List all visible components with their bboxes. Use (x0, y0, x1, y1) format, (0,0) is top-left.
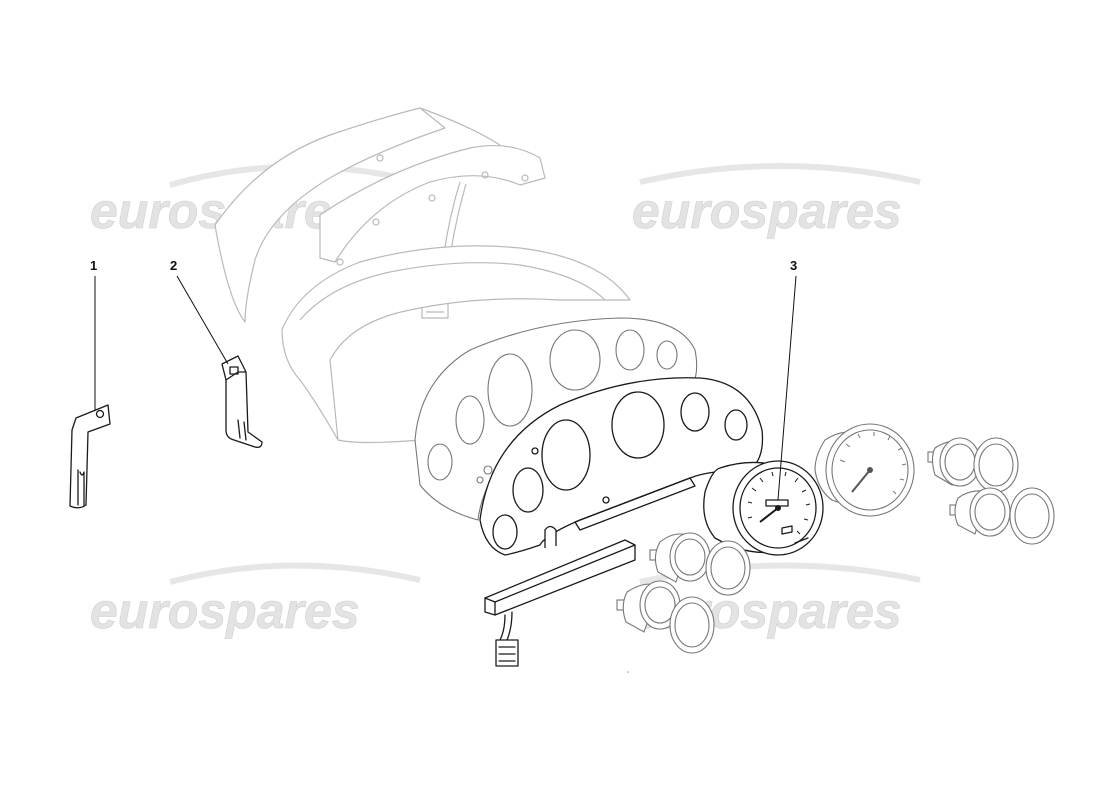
part-1-bracket (69, 404, 111, 509)
watermark-logo: eurospares (632, 163, 921, 239)
warning-light-strip (484, 525, 636, 667)
callout-number: 1 (90, 258, 97, 273)
callout-1: 1 (90, 258, 97, 410)
instrument-housing (281, 245, 631, 444)
leader-line (777, 275, 797, 501)
callout-2: 2 (170, 258, 229, 365)
small-gauge-right (949, 487, 1055, 545)
leader-line (176, 275, 229, 365)
tachometer-gauge (814, 423, 915, 517)
callout-number: 3 (790, 258, 797, 273)
watermark-logo: eurospares (90, 562, 421, 639)
small-gauge-lower-2 (616, 580, 715, 654)
watermark-text: eurospares (90, 583, 360, 639)
stray-dot (627, 671, 629, 673)
small-gauge-top-right (927, 437, 1019, 493)
small-gauge-lower-1 (649, 532, 751, 596)
part-3-speedometer (703, 460, 824, 556)
watermark-text: eurospares (632, 183, 902, 239)
callout-number: 2 (170, 258, 177, 273)
callout-3: 3 (777, 258, 797, 501)
instrument-hood (214, 107, 546, 323)
part-2-bracket (221, 355, 263, 448)
front-instrument-panel (479, 377, 764, 556)
